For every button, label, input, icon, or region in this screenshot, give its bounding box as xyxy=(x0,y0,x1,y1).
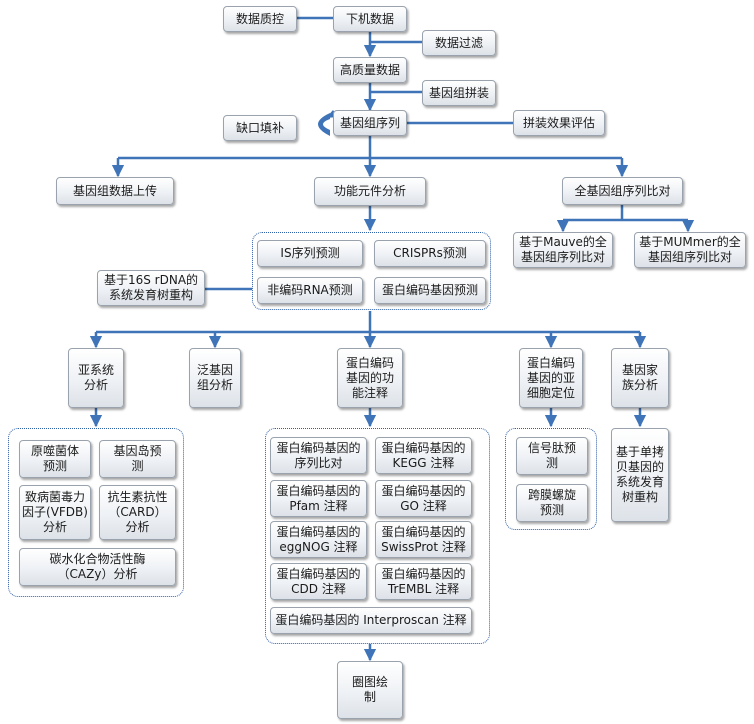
node-seq-compare: 蛋白编码基因的 序列比对 xyxy=(270,437,367,474)
node-card-label: 抗生素抗性 （CARD） 分析 xyxy=(107,490,168,534)
node-mauve: 基于Mauve的全 基因组序列比对 xyxy=(513,232,613,268)
node-trembl: 蛋白编码基因的 TrEMBL 注释 xyxy=(375,563,472,600)
node-pfam-label: 蛋白编码基因的 Pfam 注释 xyxy=(276,483,361,513)
node-seq-compare-label: 蛋白编码基因的 序列比对 xyxy=(276,440,361,470)
node-go: 蛋白编码基因的 GO 注释 xyxy=(375,480,472,517)
node-signal-peptide: 信号肽预 测 xyxy=(516,437,588,475)
node-plotting: 圈图绘 制 xyxy=(337,661,403,719)
node-subsystem: 亚系统 分析 xyxy=(68,348,124,408)
group-functional-elements xyxy=(252,232,491,310)
node-genome-seq-label: 基因组序列 xyxy=(339,115,400,130)
node-prophage-label: 原噬菌体 预测 xyxy=(30,444,79,473)
node-subsystem-label: 亚系统 分析 xyxy=(77,363,114,392)
node-functional-elements-label: 功能元件分析 xyxy=(333,184,406,198)
node-transmembrane: 跨膜螺旋 预测 xyxy=(516,484,588,522)
gap-fill-curve-arrow xyxy=(318,113,330,136)
node-upload-label: 基因组数据上传 xyxy=(72,183,157,198)
node-plotting-label: 圈图绘 制 xyxy=(351,675,388,704)
node-rdna-tree-label: 基于16S rDNA的 系统发育树重构 xyxy=(103,273,199,302)
node-ncrna-pred-label: 非编码RNA预测 xyxy=(267,283,353,297)
node-single-copy-tree-label: 基于单拷 贝基因的 系统发育 树重构 xyxy=(615,445,664,504)
node-cazy-label: 碳水化合物活性酶 （CAZy）分析 xyxy=(49,552,146,581)
node-crispr-pred-label: CRISPRs预测 xyxy=(393,246,467,260)
node-data-filter-label: 数据过滤 xyxy=(434,35,483,50)
node-go-label: 蛋白编码基因的 GO 注释 xyxy=(381,483,466,513)
node-subcellular-label: 蛋白编码 基因的亚 细胞定位 xyxy=(526,355,575,400)
node-gap-fill: 缺口填补 xyxy=(223,115,297,141)
node-card: 抗生素抗性 （CARD） 分析 xyxy=(99,485,176,540)
node-upload: 基因组数据上传 xyxy=(56,177,174,205)
node-hq-data: 高质量数据 xyxy=(333,57,407,83)
node-assembly-eval: 拼装效果评估 xyxy=(513,110,605,136)
node-interproscan-label: 蛋白编码基因的 Interproscan 注释 xyxy=(275,613,467,627)
node-transmembrane-label: 跨膜螺旋 预测 xyxy=(527,488,576,517)
node-swissprot: 蛋白编码基因的 SwissProt 注释 xyxy=(375,521,472,558)
node-genomic-island-label: 基因岛预 测 xyxy=(113,444,162,473)
node-signal-peptide-label: 信号肽预 测 xyxy=(527,441,576,470)
node-trembl-label: 蛋白编码基因的 TrEMBL 注释 xyxy=(381,566,466,596)
node-assembly: 基因组拼装 xyxy=(422,80,496,106)
group-subcellular xyxy=(505,428,597,530)
node-mummer-label: 基于MUMmer的全 基因组序列比对 xyxy=(639,235,741,264)
node-protein-gene-pred: 蛋白编码基因预测 xyxy=(374,277,486,304)
node-gap-fill-label: 缺口填补 xyxy=(235,120,284,135)
node-raw-data-label: 下机数据 xyxy=(345,11,394,26)
node-data-filter: 数据过滤 xyxy=(422,30,496,56)
node-single-copy-tree: 基于单拷 贝基因的 系统发育 树重构 xyxy=(611,428,669,522)
node-eggnog-label: 蛋白编码基因的 eggNOG 注释 xyxy=(276,524,361,554)
node-cdd-label: 蛋白编码基因的 CDD 注释 xyxy=(276,566,361,596)
group-protein-annotation xyxy=(265,428,490,644)
node-kegg: 蛋白编码基因的 KEGG 注释 xyxy=(375,437,472,474)
node-genomic-island: 基因岛预 测 xyxy=(99,440,176,478)
node-interproscan: 蛋白编码基因的 Interproscan 注释 xyxy=(270,607,472,634)
node-prophage: 原噬菌体 预测 xyxy=(19,440,91,478)
node-data-qc: 数据质控 xyxy=(223,6,297,32)
node-pfam: 蛋白编码基因的 Pfam 注释 xyxy=(270,480,367,517)
node-protein-func-label: 蛋白编码 基因的功 能注释 xyxy=(345,355,394,400)
node-protein-func: 蛋白编码 基因的功 能注释 xyxy=(337,348,403,408)
node-mauve-label: 基于Mauve的全 基因组序列比对 xyxy=(519,235,607,264)
node-kegg-label: 蛋白编码基因的 KEGG 注释 xyxy=(381,440,466,470)
node-subcellular: 蛋白编码 基因的亚 细胞定位 xyxy=(519,348,583,408)
node-crispr-pred: CRISPRs预测 xyxy=(374,240,486,267)
node-pan-genome: 泛基因 组分析 xyxy=(189,348,241,408)
node-genome-seq: 基因组序列 xyxy=(333,110,407,136)
node-eggnog: 蛋白编码基因的 eggNOG 注释 xyxy=(270,521,367,558)
node-swissprot-label: 蛋白编码基因的 SwissProt 注释 xyxy=(381,524,466,554)
node-ncrna-pred: 非编码RNA预测 xyxy=(257,277,363,304)
node-assembly-label: 基因组拼装 xyxy=(428,85,489,100)
node-is-pred-label: IS序列预测 xyxy=(280,246,340,260)
node-rdna-tree: 基于16S rDNA的 系统发育树重构 xyxy=(97,270,205,306)
node-cdd: 蛋白编码基因的 CDD 注释 xyxy=(270,563,367,600)
node-is-pred: IS序列预测 xyxy=(257,240,363,267)
node-mummer: 基于MUMmer的全 基因组序列比对 xyxy=(634,232,746,268)
node-protein-gene-pred-label: 蛋白编码基因预测 xyxy=(381,283,478,297)
node-gene-family: 基因家 族分析 xyxy=(611,348,669,408)
node-whole-genome-align: 全基因组序列比对 xyxy=(562,177,683,205)
node-raw-data: 下机数据 xyxy=(333,6,407,32)
node-gene-family-label: 基因家 族分析 xyxy=(621,363,658,392)
node-pan-genome-label: 泛基因 组分析 xyxy=(196,363,233,392)
node-functional-elements: 功能元件分析 xyxy=(314,177,426,206)
node-whole-genome-align-label: 全基因组序列比对 xyxy=(574,183,671,198)
node-data-qc-label: 数据质控 xyxy=(235,11,284,26)
node-hq-data-label: 高质量数据 xyxy=(339,62,400,77)
node-vfdb-label: 致病菌毒力 因子(VFDB) 分析 xyxy=(22,490,88,534)
group-subsystem xyxy=(8,428,184,597)
node-vfdb: 致病菌毒力 因子(VFDB) 分析 xyxy=(19,485,91,540)
node-assembly-eval-label: 拼装效果评估 xyxy=(522,115,595,130)
node-cazy: 碳水化合物活性酶 （CAZy）分析 xyxy=(19,548,176,586)
